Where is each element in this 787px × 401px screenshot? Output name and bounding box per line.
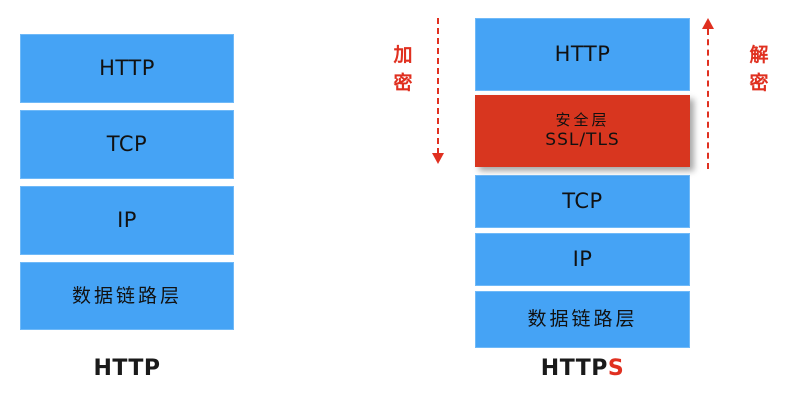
- right-ip-layer: IP: [475, 233, 690, 286]
- right-security-layer: 安全层 SSL/TLS: [475, 95, 690, 167]
- right-ip-layer-label: IP: [572, 247, 593, 272]
- left-tcp-layer-label: TCP: [106, 132, 148, 157]
- decrypt-annotation-label: 解 密: [748, 42, 770, 97]
- http-stack-caption-text: HTTP: [93, 356, 161, 381]
- https-protocol-stack: HTTP 安全层 SSL/TLS TCP IP 数据链路层: [475, 18, 690, 348]
- right-http-layer: HTTP: [475, 18, 690, 91]
- right-tcp-layer-label: TCP: [562, 189, 603, 214]
- encrypt-arrow-line: [437, 18, 439, 154]
- decrypt-arrow-line: [707, 29, 709, 169]
- decrypt-arrow-head-icon: [702, 18, 714, 29]
- left-data-link-layer-label: 数据链路层: [71, 284, 182, 307]
- encrypt-label-char-2: 密: [393, 71, 413, 94]
- right-tcp-layer: TCP: [475, 175, 690, 228]
- encrypt-annotation-label: 加 密: [392, 42, 414, 97]
- left-ip-layer-label: IP: [117, 208, 137, 233]
- https-stack-caption-base: HTTP: [540, 356, 608, 381]
- https-stack-caption-accent: S: [607, 356, 625, 381]
- https-stack-caption: HTTPS: [475, 356, 690, 381]
- left-http-layer: HTTP: [20, 34, 234, 103]
- right-http-layer-label: HTTP: [554, 42, 611, 67]
- left-data-link-layer: 数据链路层: [20, 262, 234, 330]
- decrypt-label-char-2: 密: [749, 71, 769, 94]
- left-tcp-layer: TCP: [20, 110, 234, 179]
- right-data-link-layer-label: 数据链路层: [527, 308, 638, 331]
- http-stack-caption: HTTP: [20, 356, 234, 381]
- right-security-layer-label-protocol: SSL/TLS: [545, 130, 620, 151]
- http-protocol-stack: HTTP TCP IP 数据链路层: [20, 34, 234, 330]
- right-security-layer-label-cjk: 安全层: [555, 110, 610, 129]
- left-http-layer-label: HTTP: [99, 56, 155, 81]
- encrypt-label-char-1: 加: [393, 44, 413, 66]
- encrypt-arrow-head-icon: [432, 153, 444, 164]
- decrypt-label-char-1: 解: [749, 44, 769, 66]
- left-ip-layer: IP: [20, 186, 234, 255]
- right-data-link-layer: 数据链路层: [475, 291, 690, 348]
